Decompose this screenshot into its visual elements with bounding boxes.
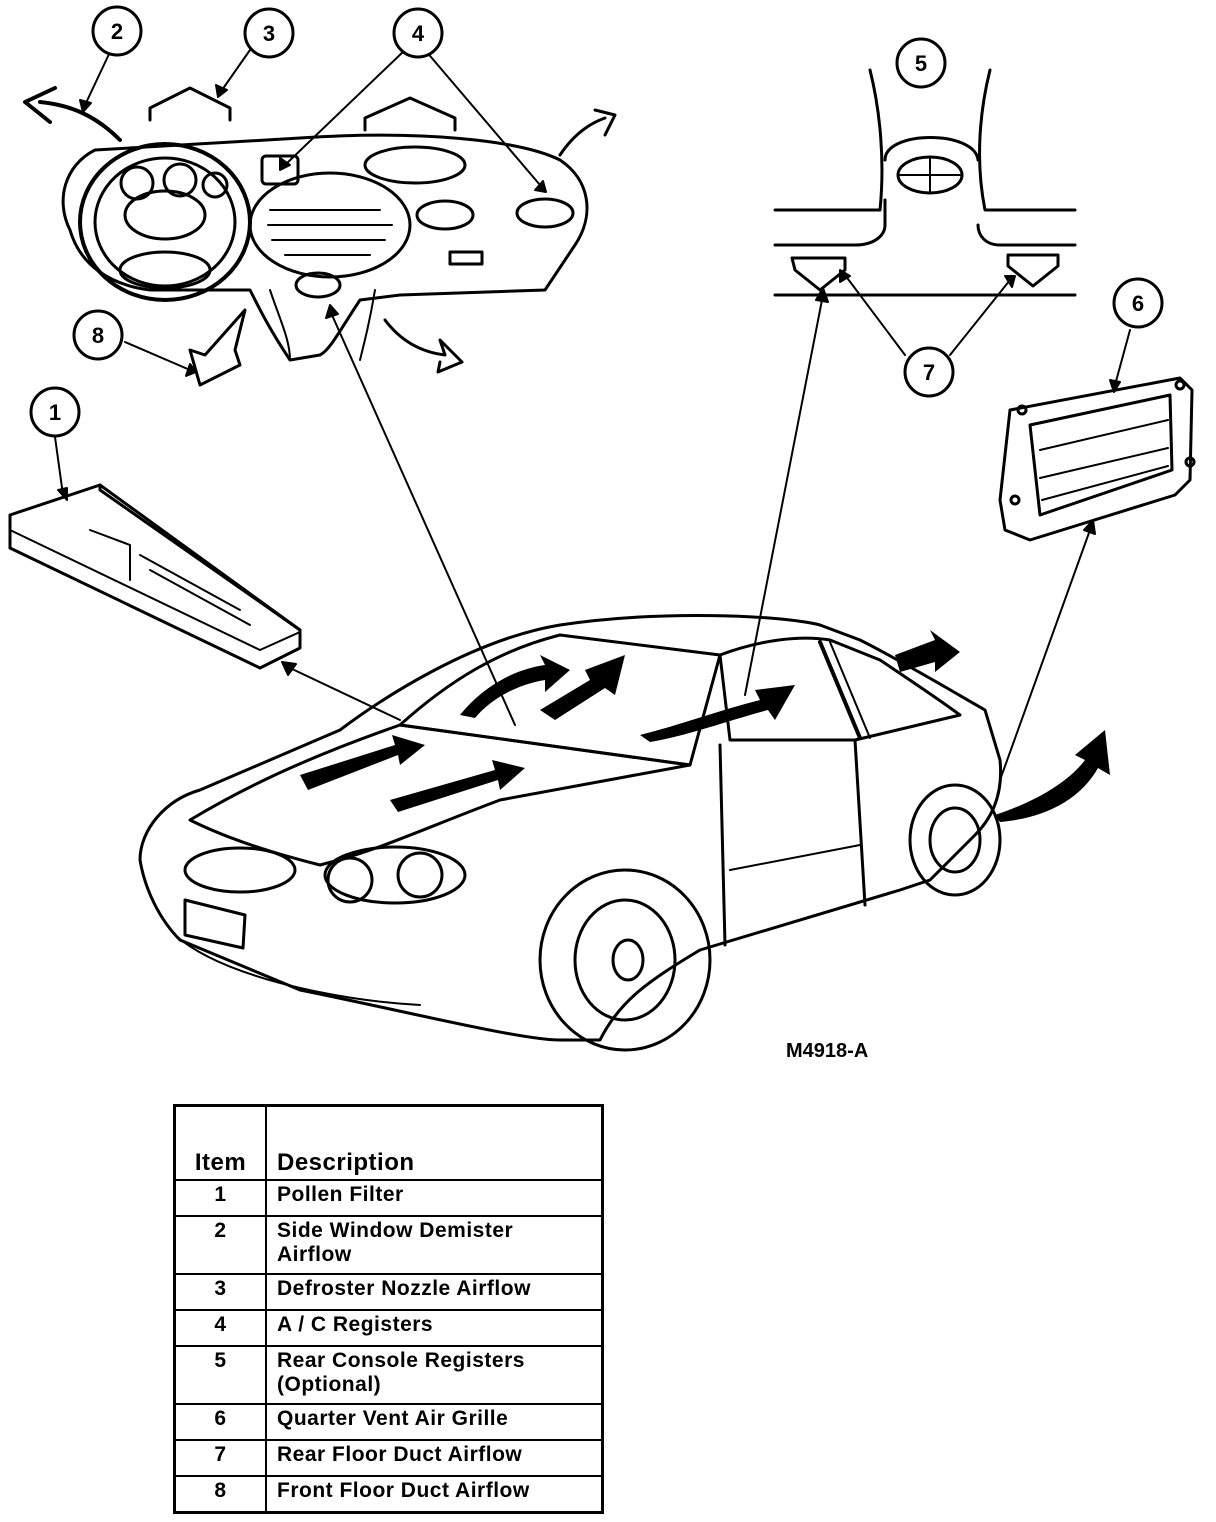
figure-code: M4918-A: [786, 1040, 869, 1062]
table-row: 6 Quarter Vent Air Grille: [173, 1403, 604, 1441]
item-number: 1: [173, 1179, 267, 1217]
item-number: 7: [173, 1439, 267, 1477]
pollen-filter-illustration: [8, 483, 302, 670]
item-number: 6: [173, 1403, 267, 1441]
item-number: 2: [173, 1215, 267, 1275]
item-number: 8: [173, 1475, 267, 1513]
item-description: A / C Registers: [265, 1309, 604, 1347]
callout-7: 7: [903, 346, 955, 398]
table-row: 1 Pollen Filter: [173, 1179, 604, 1217]
hvac-airflow-diagram: 1 2 3 4 5 6 7 8: [8, 5, 1196, 1052]
callout-1: 1: [29, 386, 81, 438]
legend-header-row: Item Description: [173, 1104, 604, 1181]
callout-3: 3: [243, 7, 295, 59]
item-description: Side Window Demister Airflow: [265, 1215, 604, 1275]
item-number: 4: [173, 1309, 267, 1347]
svg-text:4: 4: [412, 21, 425, 46]
item-number: 5: [173, 1345, 267, 1405]
table-row: 8 Front Floor Duct Airflow: [173, 1475, 604, 1513]
svg-text:1: 1: [49, 400, 61, 425]
rear-console-illustration: [773, 68, 1077, 297]
car-illustration: [138, 614, 1110, 1052]
table-row: 5 Rear Console Registers (Optional): [173, 1345, 604, 1405]
svg-text:6: 6: [1132, 291, 1144, 316]
item-description: Rear Console Registers (Optional): [265, 1345, 604, 1405]
svg-text:7: 7: [923, 360, 935, 385]
quarter-vent-grille-illustration: [998, 376, 1196, 542]
table-row: 7 Rear Floor Duct Airflow: [173, 1439, 604, 1477]
table-row: 3 Defroster Nozzle Airflow: [173, 1273, 604, 1311]
svg-text:3: 3: [263, 21, 275, 46]
callout-8: 8: [72, 309, 124, 361]
leader-lines: [54, 49, 1131, 781]
table-row: 4 A / C Registers: [173, 1309, 604, 1347]
item-description: Pollen Filter: [265, 1179, 604, 1217]
item-description: Quarter Vent Air Grille: [265, 1403, 604, 1441]
svg-text:8: 8: [92, 323, 104, 348]
svg-text:5: 5: [915, 51, 927, 76]
svg-text:2: 2: [111, 19, 123, 44]
legend-table: Item Description 1 Pollen Filter 2 Side …: [173, 1104, 604, 1514]
item-number: 3: [173, 1273, 267, 1311]
callout-2: 2: [91, 5, 143, 57]
description-column-header: Description: [265, 1104, 604, 1181]
table-row: 2 Side Window Demister Airflow: [173, 1215, 604, 1275]
item-description: Rear Floor Duct Airflow: [265, 1439, 604, 1477]
item-column-header: Item: [173, 1104, 267, 1181]
item-description: Front Floor Duct Airflow: [265, 1475, 604, 1513]
item-description: Defroster Nozzle Airflow: [265, 1273, 604, 1311]
dashboard-illustration: [23, 86, 617, 387]
callout-6: 6: [1112, 277, 1164, 329]
callout-4: 4: [392, 7, 444, 59]
callout-5: 5: [895, 37, 947, 89]
